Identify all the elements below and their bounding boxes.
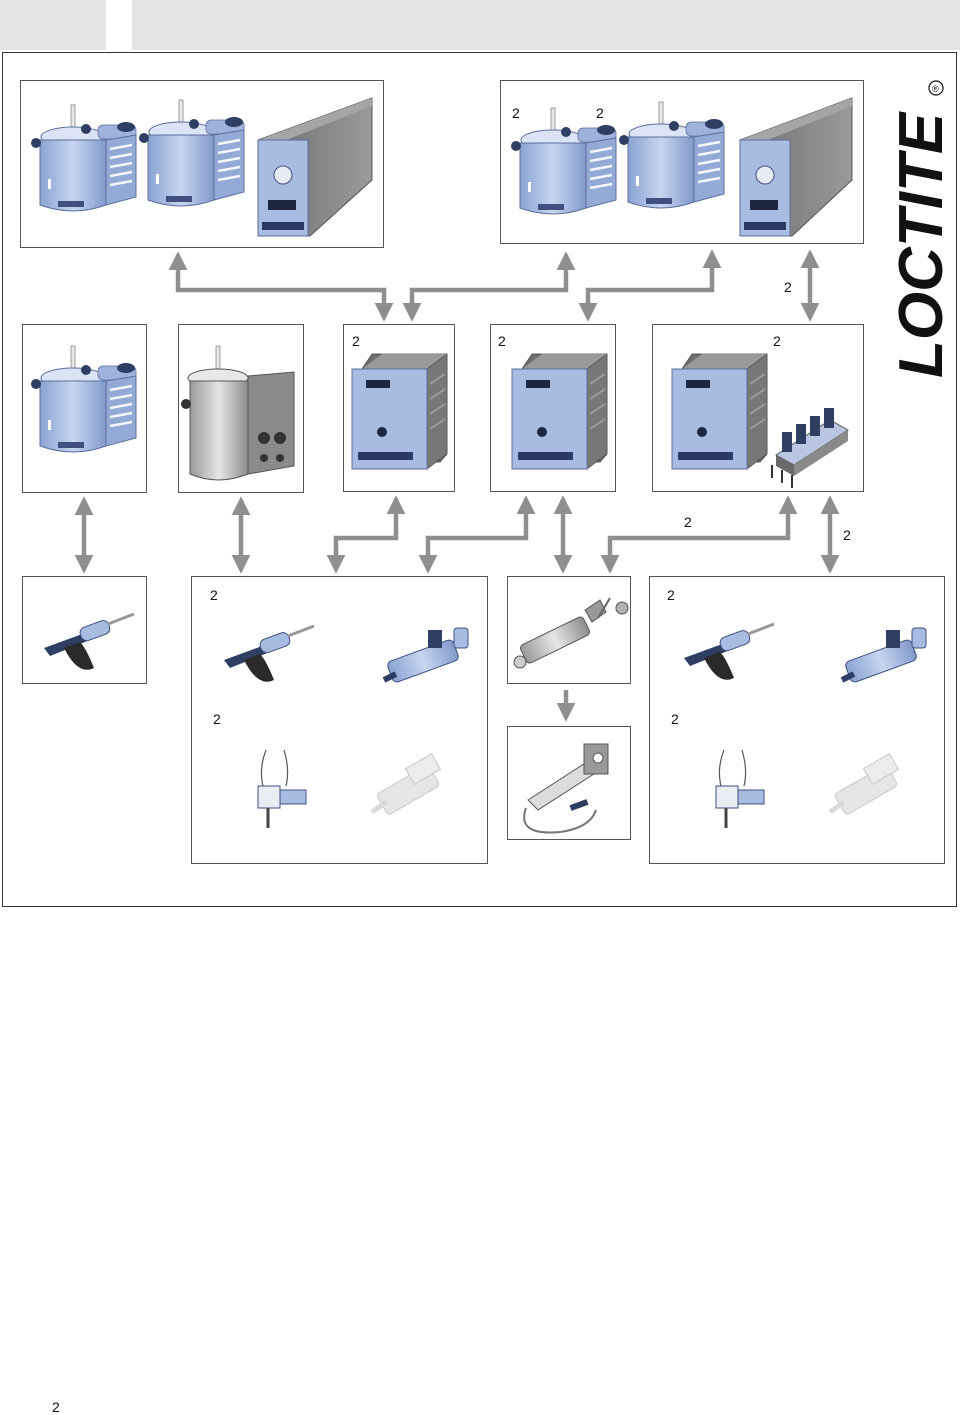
label: 2 bbox=[498, 333, 506, 349]
microvalve-illustration bbox=[256, 748, 308, 830]
valve-illustration bbox=[384, 628, 468, 683]
reservoir-illustration bbox=[29, 103, 138, 213]
dispense-kit-illustration bbox=[523, 743, 609, 834]
label: 2 bbox=[512, 105, 520, 121]
reservoir-illustration bbox=[29, 344, 138, 454]
diagram-frame bbox=[2, 52, 957, 907]
valve-illustration bbox=[842, 628, 926, 683]
steel-reservoir-illustration bbox=[181, 345, 295, 481]
box-valves-b bbox=[649, 576, 945, 864]
header-bar-right bbox=[132, 0, 960, 50]
label: 2 bbox=[213, 711, 221, 727]
valve-illustration-faded bbox=[830, 754, 898, 816]
pressure-controller-illustration bbox=[739, 97, 853, 237]
microvalve-illustration bbox=[714, 748, 766, 830]
handheld-gun-illustration bbox=[222, 624, 316, 684]
label: 2 bbox=[784, 279, 792, 295]
controller-illustration bbox=[671, 353, 768, 470]
page-number: 2 bbox=[52, 1399, 60, 1415]
controller-illustration bbox=[511, 353, 608, 470]
pressure-controller-illustration bbox=[257, 97, 373, 237]
label: 2 bbox=[596, 105, 604, 121]
label: 2 bbox=[843, 527, 851, 543]
controller-illustration bbox=[351, 353, 448, 470]
connection-arrow bbox=[326, 495, 406, 574]
label: 2 bbox=[684, 514, 692, 530]
logo-text: LOCTITE bbox=[887, 111, 956, 378]
connection-arrow bbox=[418, 495, 536, 574]
label: 2 bbox=[671, 711, 679, 727]
label: 2 bbox=[210, 587, 218, 603]
diagram-graphics: LOCTITE ® bbox=[29, 80, 956, 834]
syringe-illustration bbox=[513, 597, 629, 669]
label: 2 bbox=[667, 587, 675, 603]
valve-illustration-faded bbox=[372, 754, 440, 816]
label: 2 bbox=[773, 333, 781, 349]
valve-manifold-illustration bbox=[771, 408, 849, 488]
connection-arrow bbox=[168, 251, 394, 322]
handheld-gun-illustration bbox=[42, 612, 136, 672]
label: 2 bbox=[352, 333, 360, 349]
header-bar-left bbox=[0, 0, 106, 50]
connection-arrow bbox=[402, 251, 576, 322]
loctite-logo: LOCTITE bbox=[887, 111, 956, 378]
box-valves-a bbox=[191, 576, 488, 864]
reservoir-illustration bbox=[137, 98, 246, 208]
registered-mark-text: ® bbox=[932, 84, 939, 94]
registered-mark-icon bbox=[928, 80, 944, 96]
connection-arrow bbox=[578, 249, 722, 322]
handheld-gun-illustration bbox=[682, 622, 776, 682]
connection-arrow bbox=[600, 495, 798, 574]
reservoir-illustration bbox=[617, 100, 726, 210]
reservoir-illustration bbox=[509, 106, 618, 216]
